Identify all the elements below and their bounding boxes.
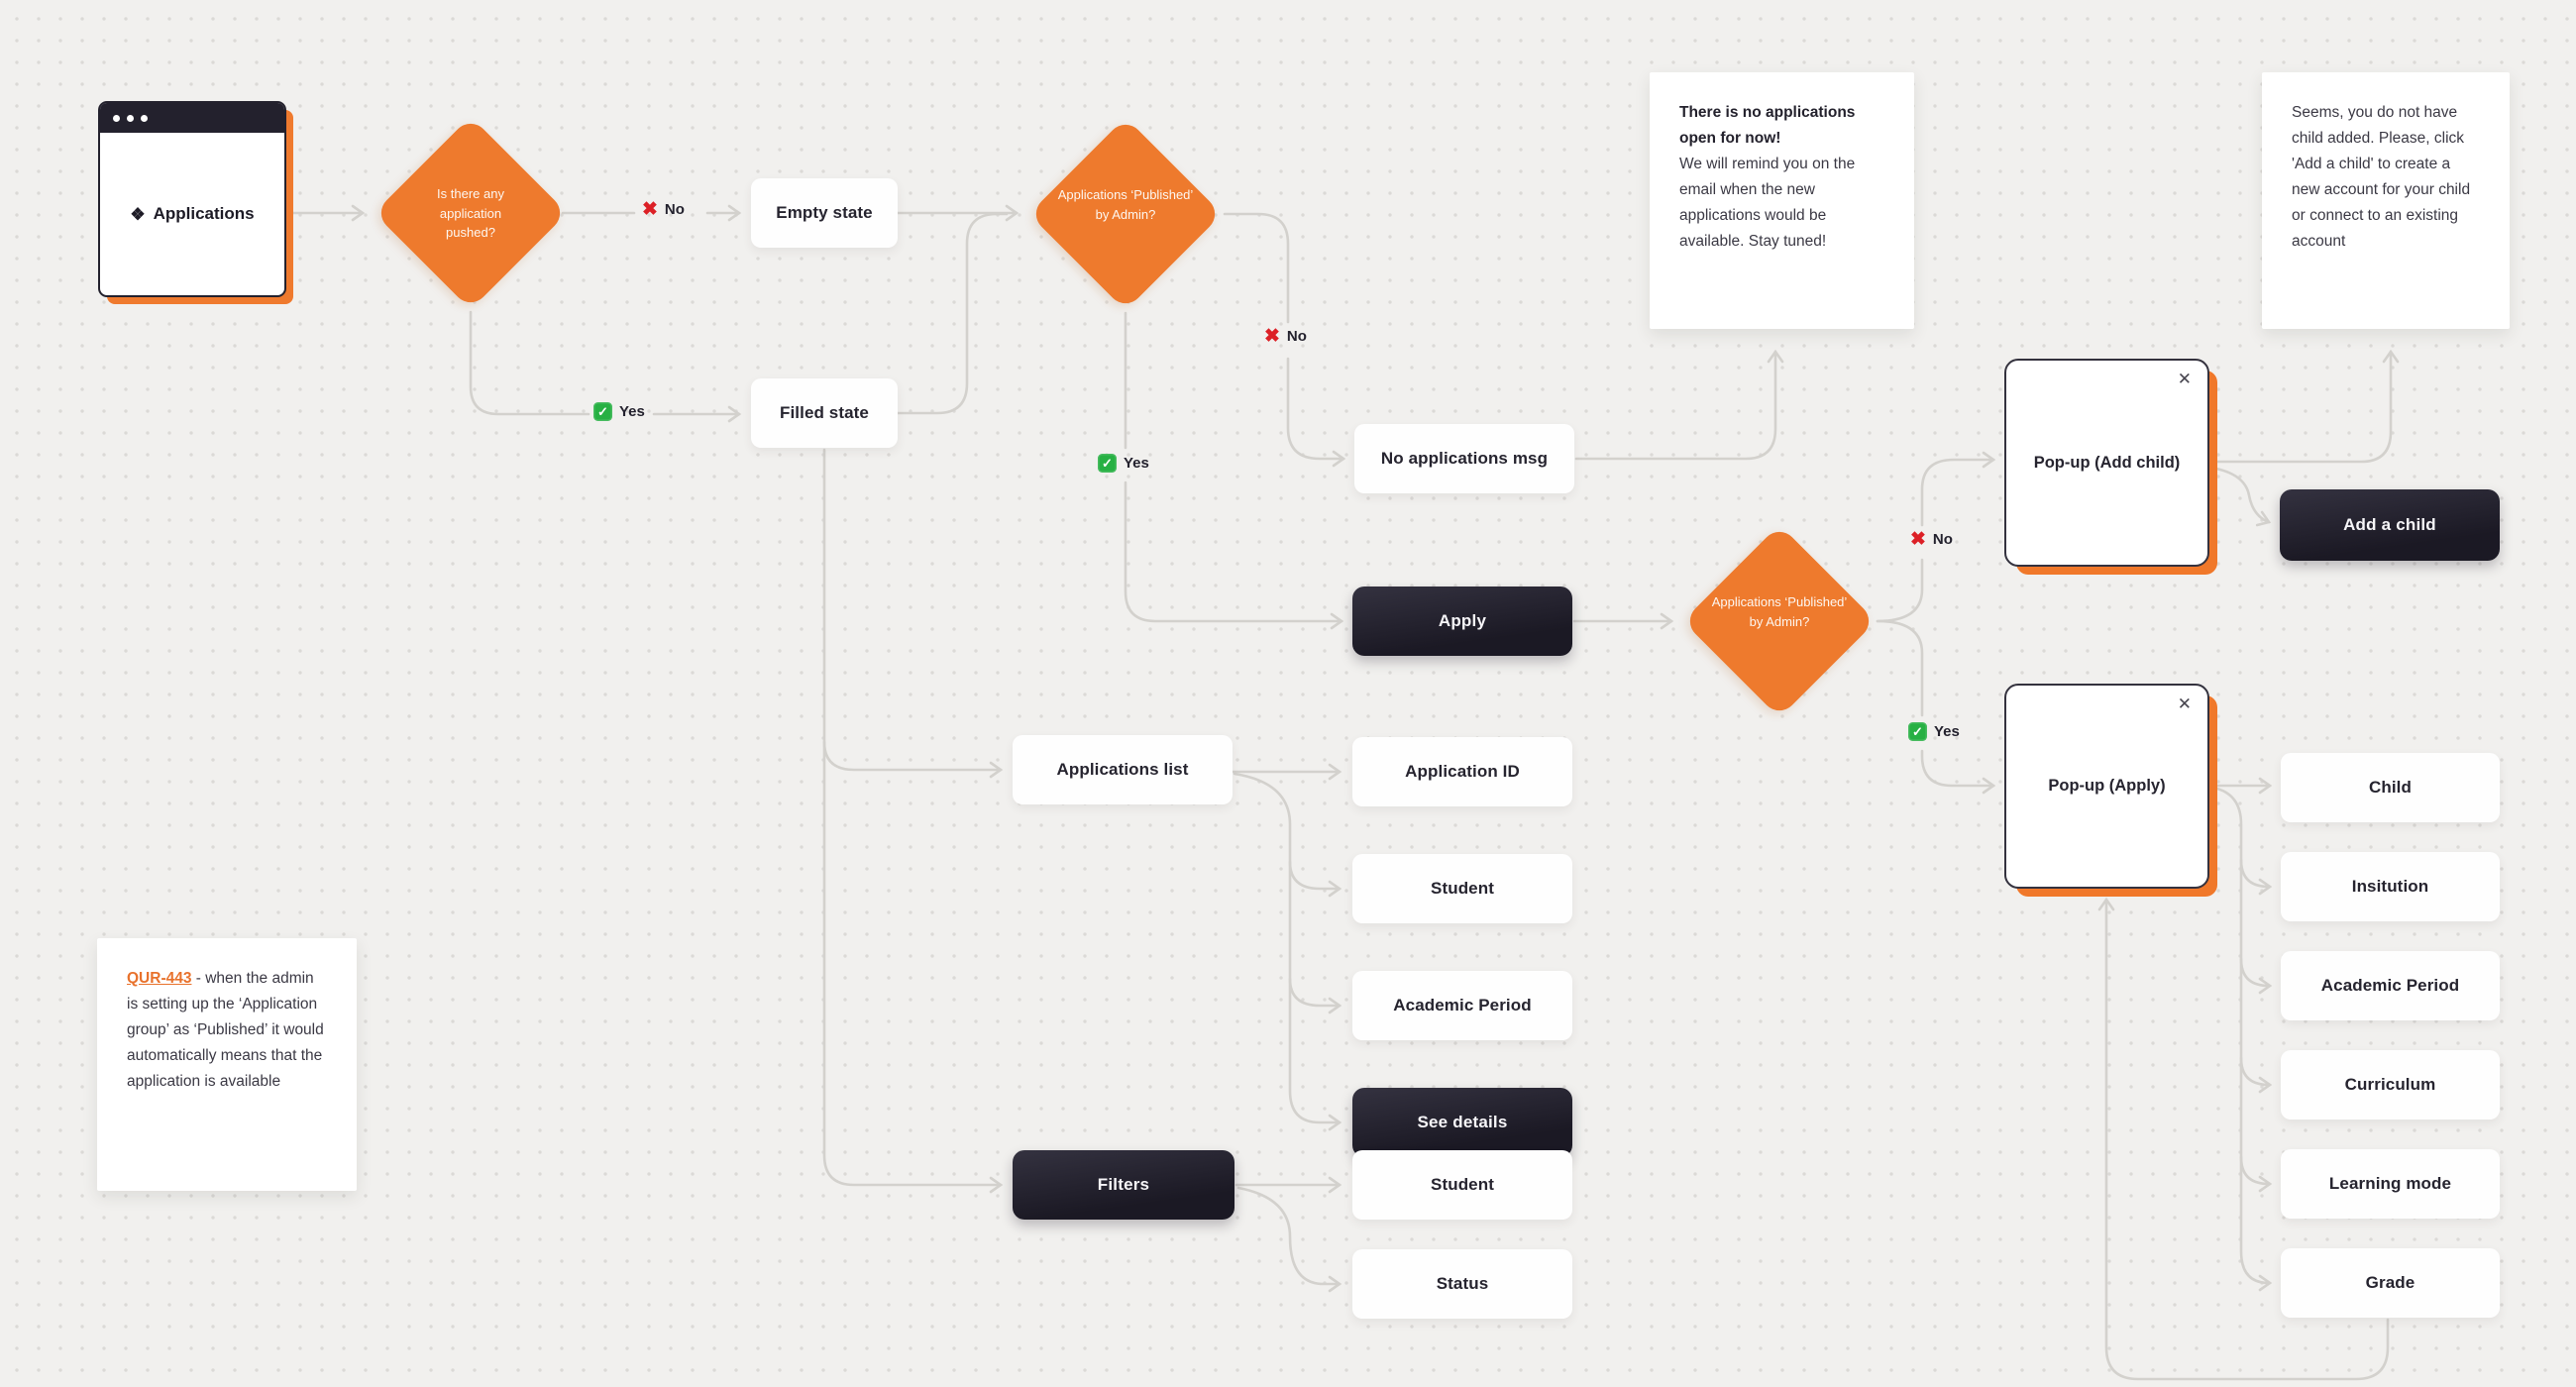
apply-button[interactable]: Apply [1352,587,1572,656]
note-no-applications-body: We will remind you on the email when the… [1679,156,1856,250]
note-add-child-body: Seems, you do not have child added. Plea… [2292,104,2471,250]
branch-no-label: No [1932,531,1953,548]
branch-no-label: No [664,201,685,218]
cross-icon: ✖ [1910,529,1926,550]
branch-yes-2: ✓ Yes [1098,454,1149,473]
decision-published-by-admin-2-label: Applications ‘Published’ by Admin? [1711,594,1848,629]
node-curriculum[interactable]: Curriculum [2281,1050,2500,1120]
branch-yes-3: ✓ Yes [1908,722,1960,741]
close-icon[interactable]: ✕ [2177,694,2192,713]
note-no-applications[interactable]: There is no applications open for now! W… [1650,72,1914,329]
node-academic-period-2[interactable]: Academic Period [2281,951,2500,1020]
node-applications-list[interactable]: Applications list [1013,735,1233,804]
popup-apply[interactable]: ✕ Pop-up (Apply) [2004,684,2209,889]
node-grade[interactable]: Grade [2281,1248,2500,1318]
branch-no-label: No [1286,328,1307,345]
window-dot-icon [141,114,148,122]
node-academic-period[interactable]: Academic Period [1352,971,1572,1040]
applications-icon: ❖ [130,204,146,224]
cross-icon: ✖ [642,199,658,220]
branch-yes-1: ✓ Yes [593,402,645,421]
node-application-id[interactable]: Application ID [1352,737,1572,806]
node-no-applications-msg[interactable]: No applications msg [1354,424,1574,493]
node-filled-state[interactable]: Filled state [751,378,898,448]
decision-application-pushed-label: Is there any application pushed? [437,186,504,240]
node-student[interactable]: Student [1352,854,1572,923]
qur-443-link[interactable]: QUR-443 [127,970,192,987]
branch-no-2: ✖ No [1264,327,1307,346]
filters-button[interactable]: Filters [1013,1150,1234,1220]
node-filter-status[interactable]: Status [1352,1249,1572,1319]
browser-window-titlebar [100,103,284,133]
note-no-applications-title: There is no applications open for now! [1679,104,1856,147]
node-empty-state[interactable]: Empty state [751,178,898,248]
popup-add-child[interactable]: ✕ Pop-up (Add child) [2004,359,2209,567]
branch-yes-label: Yes [1124,455,1149,472]
check-icon: ✓ [593,402,612,421]
check-icon: ✓ [1908,722,1927,741]
see-details-button[interactable]: See details [1352,1088,1572,1157]
add-a-child-button[interactable]: Add a child [2280,489,2500,561]
window-dot-icon [113,114,120,122]
browser-window-node[interactable]: ❖ Applications [98,101,286,297]
close-icon[interactable]: ✕ [2177,370,2192,388]
cross-icon: ✖ [1264,326,1280,347]
node-learning-mode[interactable]: Learning mode [2281,1149,2500,1219]
check-icon: ✓ [1098,454,1117,473]
node-child[interactable]: Child [2281,753,2500,822]
branch-yes-label: Yes [619,403,645,420]
note-add-child[interactable]: Seems, you do not have child added. Plea… [2262,72,2510,329]
branch-no-3: ✖ No [1910,530,1953,549]
browser-window-label: Applications [153,204,255,223]
node-filter-student[interactable]: Student [1352,1150,1572,1220]
branch-yes-label: Yes [1934,723,1960,740]
popup-apply-label: Pop-up (Apply) [2048,777,2166,795]
note-qur-body: - when the admin is setting up the ‘Appl… [127,970,324,1090]
decision-published-by-admin-1-label: Applications ‘Published’ by Admin? [1057,187,1194,222]
branch-no-1: ✖ No [642,200,685,219]
popup-add-child-label: Pop-up (Add child) [2033,453,2181,472]
note-qur-443[interactable]: QUR-443 - when the admin is setting up t… [97,938,357,1191]
node-insitution[interactable]: Insitution [2281,852,2500,921]
window-dot-icon [127,114,134,122]
